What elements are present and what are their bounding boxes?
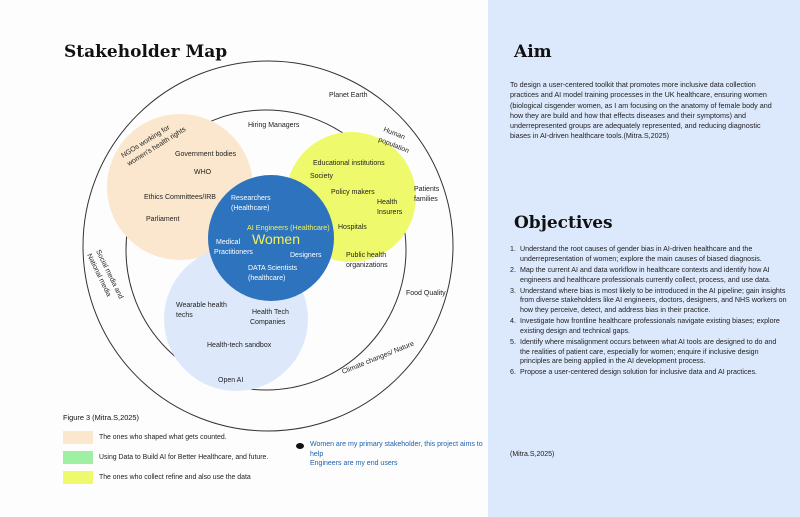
label-medical-1: Medical xyxy=(216,239,241,246)
label-ai-engineers: AI Engineers (Healthcare) xyxy=(247,223,330,232)
stakeholder-diagram: Planet Earth Hiring Managers NGOs workin… xyxy=(82,60,454,432)
label-health: Health xyxy=(377,199,397,206)
objectives-list: 1.Understand the root causes of gender b… xyxy=(510,245,788,379)
objectives-citation: (Mitra.S,2025) xyxy=(510,451,555,458)
note-end-users: Engineers are my end users xyxy=(310,460,398,467)
label-wearable-1: Wearable health xyxy=(176,302,227,309)
label-public-health: Public health xyxy=(346,252,386,259)
label-sandbox: Health-tech sandbox xyxy=(207,342,272,349)
label-wearable-2: techs xyxy=(176,312,193,319)
legend-label: The ones who shaped what gets counted. xyxy=(99,434,227,441)
label-organizations: organizations xyxy=(346,262,388,269)
legend-item-collect: The ones who collect refine and also use… xyxy=(63,471,251,484)
legend-swatch xyxy=(63,471,93,484)
label-food-quality: Food Quality xyxy=(406,290,446,297)
stakeholder-note: Women are my primary stakeholder, this p… xyxy=(297,440,485,469)
label-women: Women xyxy=(252,231,300,247)
label-data-scientists-2: (healthcare) xyxy=(248,275,285,282)
label-who: WHO xyxy=(194,169,212,176)
legend-item-build-ai: Using Data to Build AI for Better Health… xyxy=(63,451,268,464)
label-health-tech-1: Health Tech xyxy=(252,309,289,316)
stakeholder-map-panel: Stakeholder Map Planet Earth Hiring Mana… xyxy=(63,42,485,484)
aims-panel: Aim To design a user-centered toolkit th… xyxy=(488,0,800,517)
objective-item: 4.Investigate how frontline healthcare p… xyxy=(510,317,780,335)
label-researchers-1: Researchers xyxy=(231,195,271,202)
label-insurers: Insurers xyxy=(377,209,403,216)
label-data-scientists-1: DATA Scientists xyxy=(248,265,298,272)
aim-title: Aim xyxy=(514,42,552,62)
label-open-ai: Open AI xyxy=(218,377,243,384)
objective-item: 5.Identify where misalignment occurs bet… xyxy=(510,337,777,366)
women-circle xyxy=(208,175,334,301)
objective-item: 3.Understand where bias is most likely t… xyxy=(510,286,787,314)
legend-label: The ones who collect refine and also use… xyxy=(99,474,251,481)
label-families: families xyxy=(414,196,438,203)
label-designers: Designers xyxy=(290,252,322,259)
objective-item: 1.Understand the root causes of gender b… xyxy=(510,245,762,263)
figure-caption: Figure 3 (Mitra.S,2025) xyxy=(63,413,139,422)
label-ethics: Ethics Committees/IRB xyxy=(144,194,216,201)
label-hiring-managers: Hiring Managers xyxy=(248,122,300,129)
label-researchers-2: (Healthcare) xyxy=(231,205,270,212)
objective-item: 2.Map the current AI and data workflow i… xyxy=(510,265,771,284)
legend-item-shaped: The ones who shaped what gets counted. xyxy=(63,431,227,444)
legend-label: Using Data to Build AI for Better Health… xyxy=(99,454,269,461)
legend-swatch xyxy=(63,431,93,444)
bullet-icon xyxy=(296,443,304,449)
objectives-title: Objectives xyxy=(514,213,613,233)
inner-circle xyxy=(125,109,407,391)
objective-item: 6.Propose a user-centered design solutio… xyxy=(510,368,757,377)
label-policy-makers: Policy makers xyxy=(331,189,375,196)
label-patients: Patients xyxy=(414,186,440,193)
label-health-tech-2: Companies xyxy=(250,319,286,326)
label-society: Society xyxy=(310,173,333,180)
label-hospitals: Hospitals xyxy=(338,224,367,231)
outer-circle xyxy=(82,60,454,432)
legend-swatch xyxy=(63,451,93,464)
label-parliament: Parliament xyxy=(146,216,180,223)
label-government-bodies: Government bodies xyxy=(175,151,237,158)
note-primary: Women are my primary stakeholder, this p… xyxy=(310,441,483,458)
label-planet-earth: Planet Earth xyxy=(329,92,368,99)
label-educational: Educational institutions xyxy=(313,160,385,167)
aim-text: To design a user-centered toolkit that p… xyxy=(510,80,772,141)
stakeholder-map-title: Stakeholder Map xyxy=(64,42,228,62)
label-medical-2: Practitioners xyxy=(214,249,253,256)
